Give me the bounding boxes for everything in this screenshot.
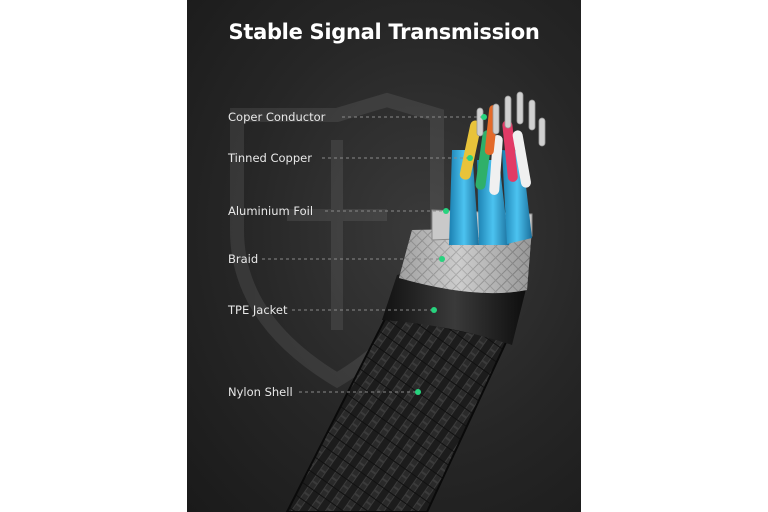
nylon-shell-body	[287, 315, 507, 512]
label-nylon-shell: Nylon Shell	[228, 385, 293, 399]
product-image-panel: Stable Signal Transmission Coper Conduct…	[187, 0, 581, 512]
cable-cross-section-illustration	[230, 91, 546, 512]
label-copper-conductor: Coper Conductor	[228, 110, 326, 124]
page-title: Stable Signal Transmission	[228, 20, 540, 44]
label-aluminium-foil: Aluminium Foil	[228, 204, 314, 218]
label-braid: Braid	[228, 252, 259, 266]
label-tinned-copper: Tinned Copper	[228, 151, 312, 165]
callout-dots	[415, 114, 487, 395]
label-tpe-jacket: TPE Jacket	[228, 303, 288, 317]
callout-leaders	[262, 116, 483, 393]
tinned-copper-strands	[476, 91, 546, 147]
